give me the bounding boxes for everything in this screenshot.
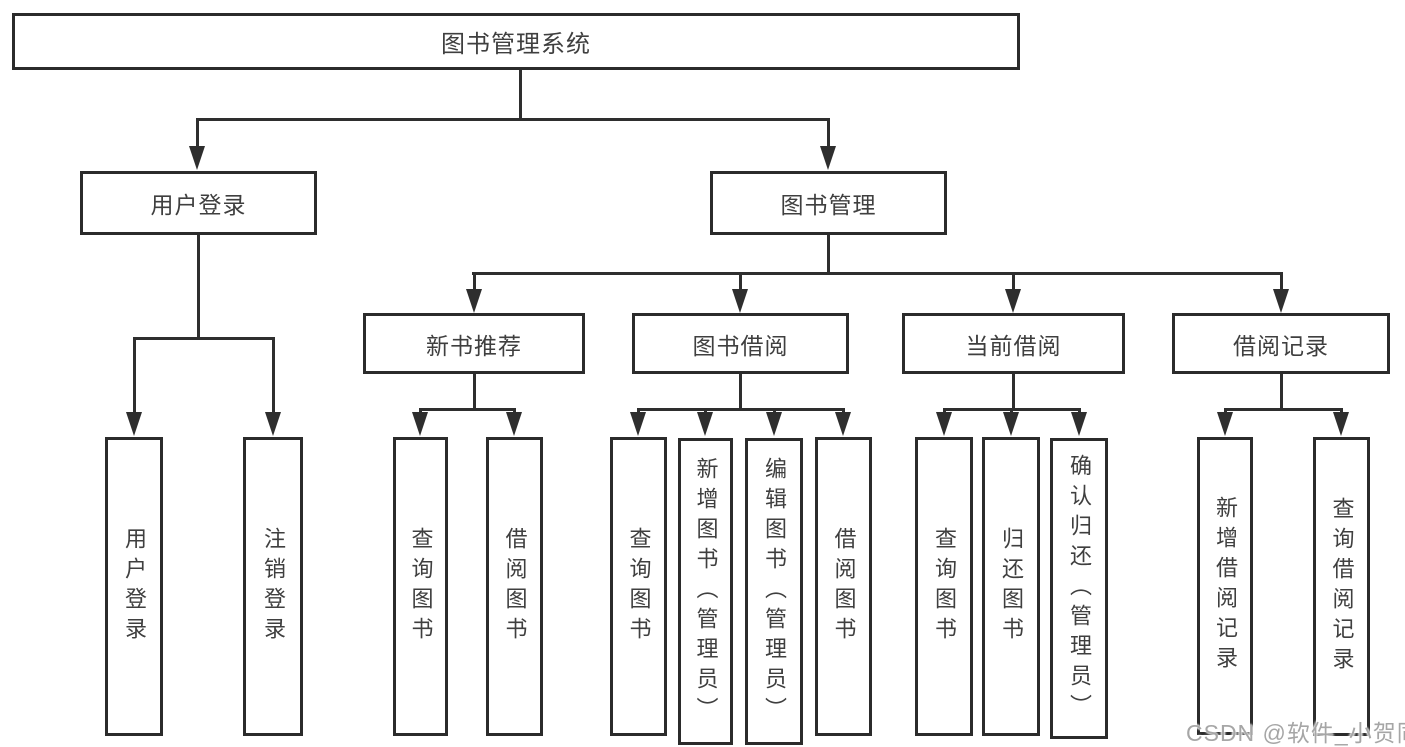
connector-line	[1078, 408, 1081, 414]
connector-line	[1280, 272, 1283, 291]
connector-line	[1224, 408, 1227, 414]
connector-line	[419, 408, 422, 414]
connector-line	[1280, 374, 1283, 410]
connector-line	[133, 337, 275, 340]
arrow-down-icon	[1005, 289, 1021, 313]
connector-line	[827, 118, 830, 146]
connector-line	[1340, 408, 1343, 414]
connector-line	[637, 408, 640, 414]
connector-line	[842, 408, 845, 414]
connector-line	[1010, 408, 1013, 414]
node-cur-confirm-return-admin: 确认归还（管理员）	[1050, 438, 1108, 739]
node-cur-return-books: 归还图书	[982, 437, 1040, 736]
connector-line	[472, 272, 1283, 275]
connector-line	[419, 408, 516, 411]
arrow-down-icon	[126, 412, 142, 436]
arrow-down-icon	[936, 412, 952, 436]
arrow-down-icon	[630, 412, 646, 436]
node-nb-query-books: 查询图书	[393, 437, 448, 736]
node-book-management: 图书管理	[710, 171, 947, 235]
arrow-down-icon	[1217, 412, 1233, 436]
arrow-down-icon	[697, 412, 713, 436]
node-current-borrow: 当前借阅	[902, 313, 1125, 374]
node-nb-borrow-books: 借阅图书	[486, 437, 543, 736]
connector-line	[272, 337, 275, 413]
node-root-library-system: 图书管理系统	[12, 13, 1020, 70]
node-cur-query-books: 查询图书	[915, 437, 973, 736]
node-user-login: 用户登录	[80, 171, 317, 235]
node-bw-edit-books-admin: 编辑图书（管理员）	[745, 438, 803, 745]
connector-line	[637, 408, 844, 411]
connector-line	[1012, 374, 1015, 410]
arrow-down-icon	[1003, 412, 1019, 436]
node-borrow-records: 借阅记录	[1172, 313, 1390, 374]
arrow-down-icon	[835, 412, 851, 436]
node-bw-add-books-admin: 新增图书（管理员）	[678, 438, 733, 745]
node-rec-query-borrow-record: 查询借阅记录	[1313, 437, 1370, 736]
arrow-down-icon	[1273, 289, 1289, 313]
connector-line	[1224, 408, 1342, 411]
connector-line	[827, 235, 830, 274]
connector-line	[739, 374, 742, 410]
connector-line	[473, 374, 476, 410]
arrow-down-icon	[506, 412, 522, 436]
arrow-down-icon	[466, 289, 482, 313]
connector-line	[473, 272, 476, 291]
connector-line	[1012, 272, 1015, 291]
node-bw-borrow-books: 借阅图书	[815, 437, 872, 736]
node-logout: 注销登录	[243, 437, 303, 736]
node-user-login-leaf: 用户登录	[105, 437, 163, 736]
connector-line	[773, 408, 776, 414]
arrow-down-icon	[265, 412, 281, 436]
connector-line	[133, 337, 136, 413]
node-new-book-recommend: 新书推荐	[363, 313, 585, 374]
node-bw-query-books: 查询图书	[610, 437, 667, 736]
arrow-down-icon	[820, 146, 836, 170]
arrow-down-icon	[189, 146, 205, 170]
connector-line	[704, 408, 707, 414]
arrow-down-icon	[732, 289, 748, 313]
connector-line	[519, 70, 522, 120]
arrow-down-icon	[1333, 412, 1349, 436]
arrow-down-icon	[412, 412, 428, 436]
connector-line	[197, 235, 200, 339]
connector-line	[196, 118, 830, 121]
node-book-borrow: 图书借阅	[632, 313, 849, 374]
csdn-watermark: CSDN @软件_小贺同学	[1186, 720, 1405, 746]
connector-line	[196, 118, 199, 146]
node-rec-add-borrow-record: 新增借阅记录	[1197, 437, 1253, 735]
connector-line	[739, 272, 742, 291]
connector-line	[513, 408, 516, 414]
arrow-down-icon	[766, 412, 782, 436]
connector-line	[943, 408, 946, 414]
arrow-down-icon	[1071, 412, 1087, 436]
